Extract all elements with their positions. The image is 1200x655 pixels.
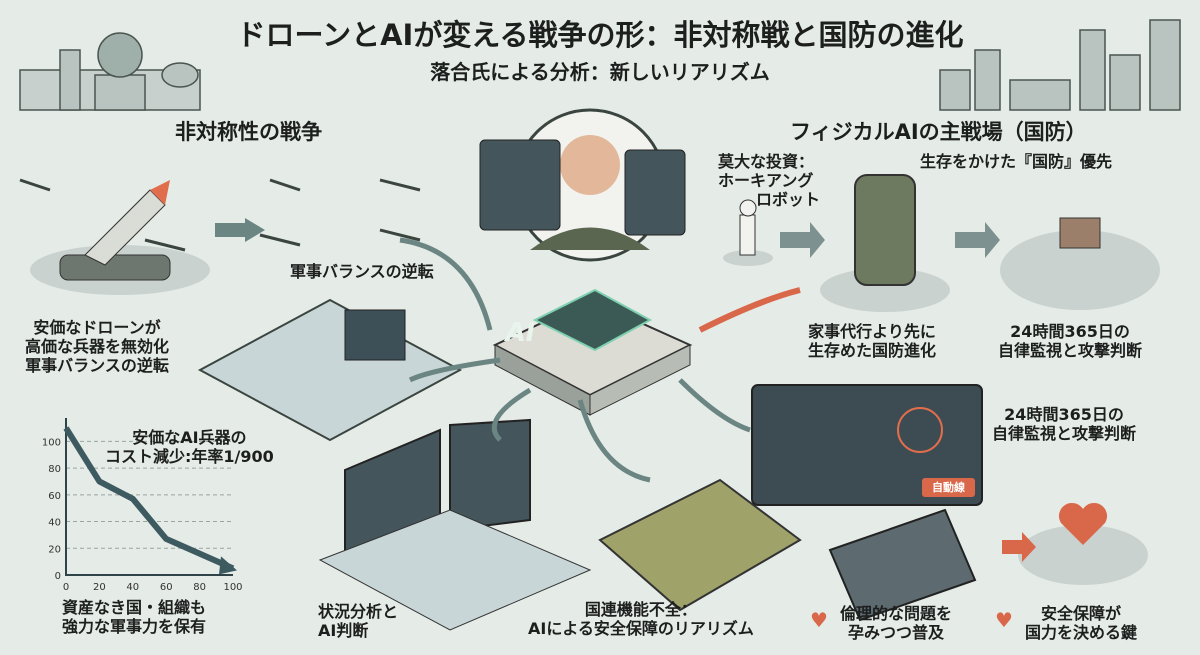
y-tick-label: 80	[48, 464, 61, 475]
caption-line: 安全保障が	[1041, 604, 1122, 623]
evolution-caption: 家事代行より先に 生存めた国防進化	[808, 322, 936, 360]
axes	[65, 418, 233, 576]
y-tick-label: 40	[48, 518, 61, 529]
ethics-caption: 倫理的な問題を 孕みつつ普及	[840, 604, 952, 642]
chart-screen	[624, 149, 686, 236]
x-tick-label: 40	[126, 582, 139, 593]
arrowhead	[219, 556, 237, 575]
question-heart-icon: ♥	[810, 608, 828, 632]
smartphone	[828, 508, 977, 622]
connector-arrows	[399, 237, 751, 483]
cost-caption: 安価なAI兵器の コスト減少:年率1/900	[105, 428, 274, 466]
analytics-screens	[318, 418, 592, 631]
caption-line: AI判断	[318, 621, 369, 641]
cheap-drone-caption: 安価なドローンが 高価な兵器を無効化 軍事バランスの逆転	[25, 318, 169, 376]
ai-chip-label: AI	[502, 318, 538, 348]
caption-line: 家事代行より先に	[808, 322, 936, 341]
caption-line: 24時間365日の	[1004, 405, 1124, 424]
drones-swarm-left	[19, 178, 421, 252]
monitor-caption-2: 24時間365日の 自律監視と攻撃判断	[992, 405, 1136, 443]
caption-line: 資産なき国・組織も	[62, 598, 207, 617]
x-tick-label: 60	[160, 582, 173, 593]
combat-mech	[820, 174, 950, 312]
y-tick-label: 60	[48, 491, 61, 502]
cost-line-chart: 0 20 40 60 80 100 0 20 40 60 80 100	[42, 418, 243, 593]
caption-line: 自律監視と攻撃判断	[992, 424, 1137, 444]
command-platform	[197, 298, 463, 442]
caption-line: 安価なAI兵器の	[132, 428, 247, 447]
x-tick-label: 0	[63, 582, 69, 593]
drone-swarm-chip	[1000, 217, 1160, 310]
caption-line: 生存めた国防進化	[808, 341, 937, 361]
caption-line: 国力を決める鍵	[1025, 623, 1138, 643]
caption-line: 高価な兵器を無効化	[25, 337, 170, 357]
caption-line: 倫理的な問題を	[840, 604, 953, 623]
y-tick-label: 100	[42, 437, 61, 448]
humanoid-robot	[723, 199, 773, 266]
un-caption: 国連機能不全： AIによる安全保障のリアリズム	[528, 600, 754, 638]
no-assets-caption: 資産なき国・組織も 強力な軍事力を保有	[62, 598, 206, 636]
monitor-caption-1: 24時間365日の 自律監視と攻撃判断	[998, 322, 1142, 360]
map-screen	[479, 139, 561, 231]
caption-line: 莫大な投資：	[718, 152, 815, 171]
caption-line: 強力な軍事力を保有	[62, 617, 207, 637]
y-tick-label: 0	[55, 571, 61, 582]
ai-chip-server	[492, 288, 693, 416]
y-tick-label: 20	[48, 544, 61, 555]
caption-line: コスト減少:年率1/900	[105, 447, 274, 467]
survival-caption: 生存をかけた『国防』優先	[920, 152, 1113, 171]
reversal-label: 軍事バランスの逆転	[290, 262, 434, 281]
caption-line: AIによる安全保障のリアリズム	[528, 619, 754, 639]
right-heading: フィジカルAIの主戦場（国防）	[790, 120, 1087, 144]
battlefield-map	[598, 478, 802, 612]
security-caption: 安全保障が 国力を決める鍵	[1025, 604, 1137, 642]
caption-line: 軍事バランスの逆転	[25, 356, 169, 376]
analysis-caption: 状況分析と AI判断	[318, 602, 398, 640]
auto-button[interactable]: 自動線	[922, 478, 975, 498]
x-tick-label: 80	[193, 582, 206, 593]
right-skyline	[939, 19, 1181, 111]
x-tick-label: 100	[223, 582, 242, 593]
left-skyline-radar	[19, 32, 201, 111]
series-line	[63, 426, 235, 572]
heart-hand-icon	[1018, 502, 1148, 585]
caption-line: 状況分析と	[318, 602, 399, 621]
question-heart-icon: ♥	[995, 608, 1013, 632]
page-title: ドローンとAIが変える戦争の形：非対称戦と国防の進化	[236, 18, 964, 52]
caption-line: 24時間365日の	[1010, 322, 1130, 341]
caption-line: 安価なドローンが	[33, 318, 161, 337]
caption-line: 国連機能不全：	[584, 600, 697, 619]
missile-launcher	[30, 180, 210, 295]
investment-caption: 莫大な投資： ホーキアング ロボット	[718, 152, 820, 210]
left-heading: 非対称性の戦争	[175, 120, 322, 144]
page-subtitle: 落合氏による分析：新しいリアリズム	[430, 60, 770, 84]
caption-line: 自律監視と攻撃判断	[998, 341, 1143, 361]
caption-line: ホーキアング	[718, 171, 814, 191]
x-tick-label: 20	[93, 582, 106, 593]
caption-line: ロボット	[756, 190, 821, 210]
caption-line: 孕みつつ普及	[848, 623, 945, 643]
surveillance-monitor	[751, 384, 983, 506]
